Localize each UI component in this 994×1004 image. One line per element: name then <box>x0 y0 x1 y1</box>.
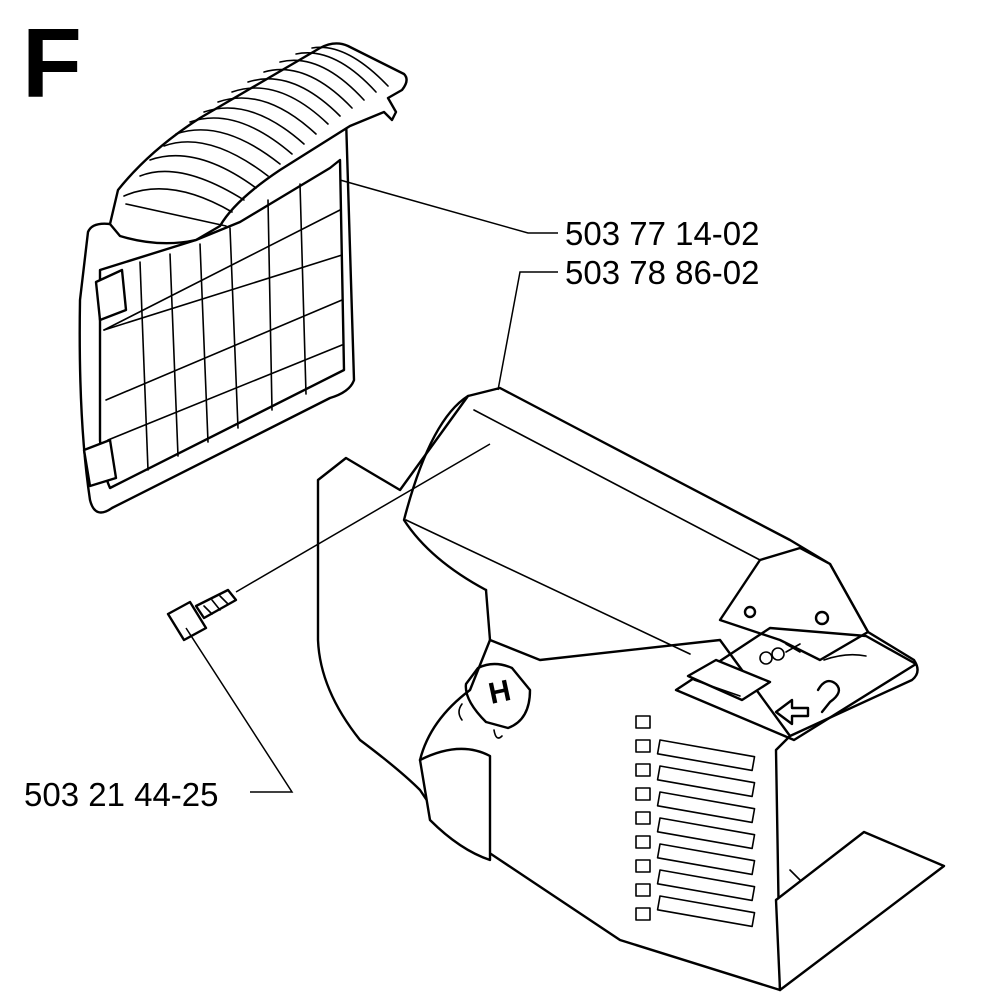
screw <box>166 588 238 642</box>
air-filter-cover <box>78 42 408 514</box>
leader-line-cylinder-cover <box>497 271 558 391</box>
cylinder-cover <box>316 386 946 992</box>
part-number-screw: 503 21 44-25 <box>24 776 219 813</box>
section-letter: F <box>22 8 82 118</box>
part-number-cylinder-cover: 503 78 86-02 <box>565 254 760 291</box>
part-number-air-filter-cover: 503 77 14-02 <box>565 215 760 252</box>
leader-line-air-filter-cover <box>339 179 558 234</box>
leader-line-screw <box>185 627 294 793</box>
leader-line-screw-axis <box>235 443 491 593</box>
